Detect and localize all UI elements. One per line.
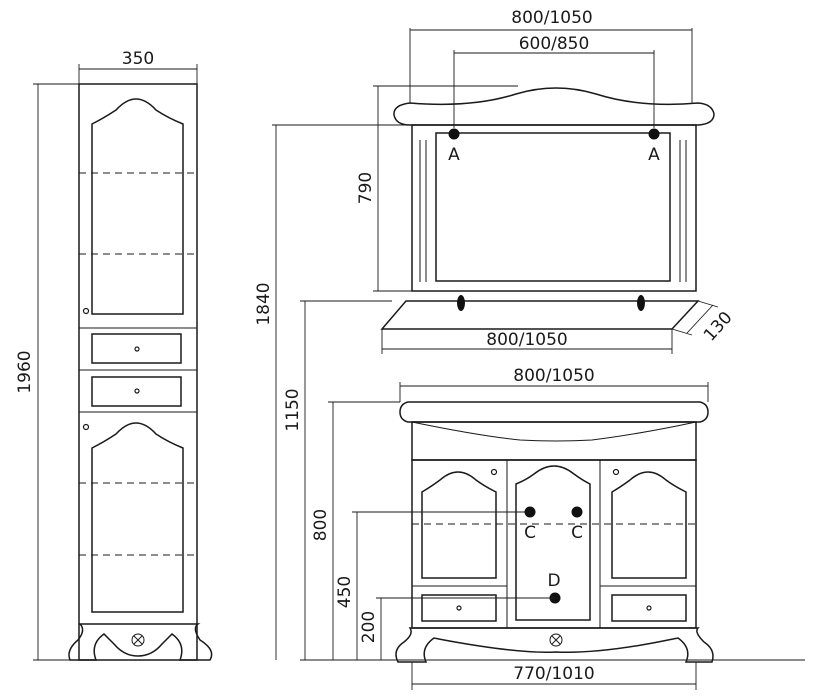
drawer-knob-icon — [456, 605, 462, 611]
vanity-left-door-panel — [421, 471, 497, 579]
shelf-width-label: 800/1050 — [486, 330, 567, 350]
point-d-height-label: 200 — [359, 611, 379, 643]
point-c-left-label: C — [524, 523, 536, 543]
drawer-knob-icon — [134, 346, 140, 352]
vanity-center-door-panel — [515, 465, 591, 621]
shelf — [380, 295, 700, 330]
shelf-height-label: 1150 — [283, 388, 303, 431]
vanity-base — [395, 627, 714, 663]
point-c-right-icon — [571, 506, 583, 518]
mirror-top-height-label: 1840 — [254, 282, 274, 325]
tall-cabinet-drawer-1 — [91, 333, 182, 364]
vanity-base-width-dimension: 770/1010 — [411, 662, 697, 690]
mirror-crown — [393, 87, 715, 126]
vanity: C C D — [395, 401, 714, 663]
mirror-top-height-dimension: 1840 — [254, 124, 410, 660]
decorative-rosette-icon — [549, 633, 563, 647]
vanity-height-label: 800 — [311, 509, 331, 541]
mirror-outer-width-dimension: 800/1050 — [409, 8, 693, 103]
mount-point-a-left-label: A — [448, 145, 460, 165]
door-handle-icon — [612, 468, 620, 476]
mirror-height-dimension: 790 — [356, 85, 518, 292]
tall-cabinet-body — [78, 83, 198, 661]
door-handle-icon — [490, 468, 498, 476]
mirror-frame — [411, 124, 697, 292]
point-d-label: D — [547, 571, 560, 591]
tall-cabinet-base — [68, 623, 213, 661]
mirror-mount-spacing-dimension: 600/850 — [453, 34, 655, 128]
point-c-height-label: 450 — [335, 576, 355, 608]
drawer-knob-icon — [646, 605, 652, 611]
shelf-width-dimension: 800/1050 — [381, 329, 673, 354]
vanity-right-door-panel — [611, 471, 687, 579]
vanity-right-drawer — [611, 594, 687, 622]
tall-cabinet-height-dimension: 1960 — [15, 83, 79, 661]
shelf-height-dimension: 1150 — [283, 300, 392, 660]
mirror: A A — [393, 87, 715, 292]
tall-cabinet-width-label: 350 — [122, 49, 154, 69]
decorative-rosette-icon — [131, 633, 145, 647]
door-handle-icon — [82, 423, 90, 431]
tall-cabinet-upper-door-panel — [91, 98, 184, 315]
mirror-outer-width-label: 800/1050 — [511, 8, 592, 28]
tall-cabinet-lower-door-panel — [91, 422, 184, 613]
vanity-base-width-label: 770/1010 — [513, 664, 594, 684]
vanity-height-dimension: 800 — [311, 401, 400, 660]
shelf-outline — [380, 300, 700, 330]
vanity-top-width-dimension: 800/1050 — [399, 366, 709, 402]
mirror-mount-spacing-label: 600/850 — [519, 34, 590, 54]
point-c-right-label: C — [571, 523, 583, 543]
shelf-depth-dimension: 130 — [671, 300, 737, 345]
vanity-left-drawer — [421, 594, 497, 622]
mirror-height-label: 790 — [356, 172, 376, 204]
vanity-basin-curve — [411, 421, 697, 442]
drawer-knob-icon — [134, 388, 140, 394]
tall-cabinet-drawer-2 — [91, 376, 182, 407]
tall-cabinet — [68, 83, 213, 661]
tall-cabinet-width-dimension: 350 — [78, 49, 198, 84]
shelf-bracket-right-icon — [637, 295, 645, 311]
mount-point-a-right-icon — [648, 128, 660, 140]
mount-point-a-right-label: A — [648, 145, 660, 165]
door-handle-icon — [82, 307, 90, 315]
vanity-countertop — [399, 401, 709, 423]
point-c-height-dimension: 450 — [335, 511, 530, 660]
mirror-glass — [435, 132, 671, 282]
vanity-top-width-label: 800/1050 — [513, 366, 594, 386]
point-d-height-dimension: 200 — [359, 597, 555, 660]
tall-cabinet-height-label: 1960 — [15, 350, 35, 393]
mount-point-a-left-icon — [448, 128, 460, 140]
shelf-bracket-left-icon — [457, 295, 465, 311]
